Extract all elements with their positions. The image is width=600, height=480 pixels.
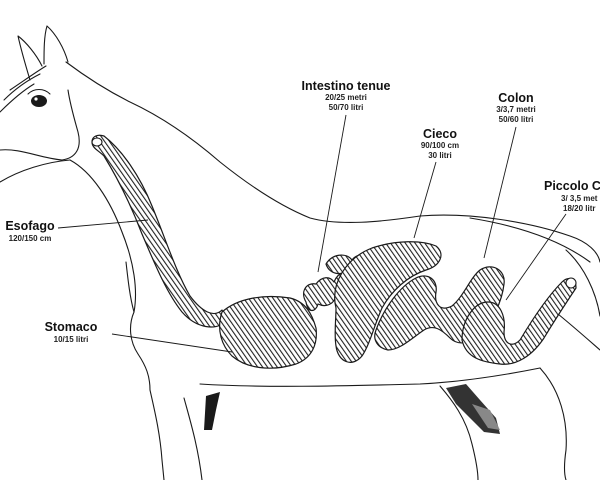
svg-text:3/3,7 metri: 3/3,7 metri bbox=[496, 105, 536, 114]
label-piccolo-colon: Piccolo Co 3/ 3,5 met 18/20 litr bbox=[544, 179, 600, 213]
horse-ear-right bbox=[43, 25, 69, 65]
horse-eye bbox=[31, 95, 47, 107]
leader-colon bbox=[483, 126, 517, 259]
leader-esofago bbox=[57, 219, 149, 229]
svg-text:50/60 litri: 50/60 litri bbox=[499, 115, 534, 124]
svg-text:Cieco: Cieco bbox=[423, 127, 457, 141]
horse-throat bbox=[0, 159, 71, 183]
horse-belly bbox=[199, 367, 541, 387]
svg-text:Esofago: Esofago bbox=[5, 219, 55, 233]
horse-face bbox=[0, 89, 80, 161]
svg-text:90/100 cm: 90/100 cm bbox=[421, 141, 459, 150]
horse-neck-under bbox=[69, 159, 136, 313]
leader-intestino-tenue bbox=[317, 114, 347, 273]
svg-text:3/ 3,5 met: 3/ 3,5 met bbox=[561, 194, 598, 203]
label-stomaco: Stomaco 10/15 litri bbox=[45, 320, 98, 344]
svg-text:Intestino tenue: Intestino tenue bbox=[302, 79, 391, 93]
leader-lines bbox=[57, 114, 567, 353]
svg-text:18/20 litr: 18/20 litr bbox=[563, 204, 595, 213]
esophagus-organ bbox=[91, 134, 229, 328]
horse-shadow-front bbox=[204, 392, 220, 430]
svg-text:20/25 metri: 20/25 metri bbox=[325, 93, 367, 102]
svg-text:50/70 litri: 50/70 litri bbox=[329, 103, 364, 112]
label-cieco: Cieco 90/100 cm 30 litri bbox=[421, 127, 459, 160]
organs bbox=[91, 134, 577, 369]
label-esofago: Esofago 120/150 cm bbox=[5, 219, 55, 243]
small-colon-organ bbox=[461, 278, 577, 365]
leader-cieco bbox=[413, 161, 437, 239]
label-colon: Colon 3/3,7 metri 50/60 litri bbox=[496, 91, 536, 124]
svg-text:30 litri: 30 litri bbox=[428, 151, 452, 160]
horse-ear-left bbox=[17, 35, 43, 81]
leader-stomaco bbox=[111, 333, 233, 353]
svg-text:Stomaco: Stomaco bbox=[45, 320, 98, 334]
svg-text:Colon: Colon bbox=[498, 91, 533, 105]
horse-neck-back bbox=[65, 61, 600, 263]
svg-text:10/15 litri: 10/15 litri bbox=[54, 335, 89, 344]
stomach-organ bbox=[219, 295, 317, 369]
horse-chest bbox=[129, 311, 151, 391]
horse-outline bbox=[0, 25, 600, 480]
leader-piccolo-colon bbox=[505, 213, 567, 301]
cecum-organ bbox=[334, 241, 442, 363]
svg-text:120/150 cm: 120/150 cm bbox=[9, 234, 52, 243]
label-intestino-tenue: Intestino tenue 20/25 metri 50/70 litri bbox=[302, 79, 391, 112]
svg-text:Piccolo Co: Piccolo Co bbox=[544, 179, 600, 193]
